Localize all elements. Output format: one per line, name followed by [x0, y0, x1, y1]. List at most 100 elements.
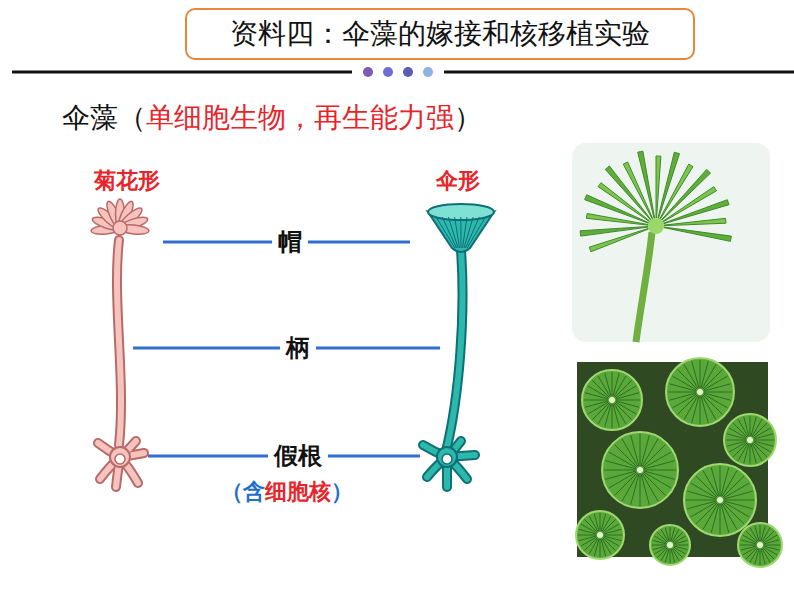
drawing-stroke	[724, 491, 753, 499]
drawing-stroke	[726, 440, 746, 441]
drawing-stroke	[641, 474, 649, 505]
drawing-stroke	[740, 545, 756, 546]
drawing-stroke	[98, 441, 144, 487]
drawing-stroke	[616, 400, 640, 401]
drawing-stroke	[604, 470, 636, 471]
drawing-stroke	[720, 504, 721, 534]
subtitle-group: 伞藻（单细胞生物，再生能力强）	[62, 101, 482, 135]
drawing-stroke	[671, 549, 675, 563]
subtitle: ）	[454, 101, 482, 134]
part-name-group: 柄	[280, 334, 316, 363]
drawing-stroke	[692, 361, 699, 388]
drawing-stroke	[711, 467, 719, 496]
note: ）	[331, 479, 353, 504]
drawing-stroke	[622, 473, 638, 501]
shape-label-group: 伞形	[436, 168, 480, 194]
drawing-stroke	[701, 396, 708, 423]
drawing-stroke	[652, 545, 666, 546]
drawing-stroke	[604, 529, 621, 534]
drawing-stroke	[455, 217, 460, 248]
note-group: （含细胞核）	[221, 479, 353, 505]
drawing-stroke	[686, 500, 716, 501]
drawing-stroke	[697, 389, 703, 395]
drawing-stroke	[605, 471, 636, 479]
photo-alga-colony	[576, 358, 782, 567]
drawing-stroke	[602, 432, 678, 508]
drawing-stroke	[437, 447, 457, 467]
drawing-stroke	[669, 393, 696, 400]
drawing-stroke	[755, 526, 759, 541]
drawing-stroke	[601, 539, 606, 556]
drawing-stroke	[640, 474, 641, 506]
drawing-stroke	[643, 472, 671, 488]
drawing-stroke	[670, 527, 671, 541]
drawing-stroke	[117, 240, 121, 445]
drawing-stroke	[115, 454, 125, 464]
part-name: 帽	[278, 228, 302, 256]
drawing-stroke	[579, 536, 596, 541]
umbrella-alga	[423, 204, 494, 487]
drawing-stroke	[644, 470, 676, 471]
drawing-stroke	[727, 441, 746, 446]
drawing-stroke	[584, 400, 608, 401]
drawing-stroke	[12, 71, 352, 74]
drawing-stroke	[612, 372, 613, 396]
drawing-stroke	[615, 380, 632, 397]
drawing-stroke	[665, 528, 669, 542]
drawing-stroke	[658, 152, 680, 218]
drawing-stroke	[764, 545, 780, 546]
drawing-stroke	[612, 404, 613, 428]
note: 细胞核	[265, 479, 331, 504]
leader-lines	[133, 242, 440, 456]
drawing-stroke	[757, 542, 763, 548]
drawing-stroke	[724, 414, 776, 466]
drawing-stroke	[747, 437, 753, 443]
drawing-stroke	[604, 535, 622, 536]
drawing-stroke	[687, 501, 716, 509]
slide-title: 资料四：伞藻的嫁接和核移植实验	[230, 15, 650, 53]
drawing-stroke	[760, 549, 761, 565]
drawing-stroke	[91, 199, 150, 236]
title-frame: 资料四：伞藻的嫁接和核移植实验	[185, 8, 695, 60]
drawing-stroke	[580, 151, 731, 252]
drawing-stroke	[650, 525, 690, 565]
chrysanthemum-alga	[91, 199, 150, 487]
drawing-stroke	[733, 443, 747, 457]
drawing-stroke	[703, 503, 718, 529]
drawing-stroke	[670, 549, 671, 563]
drawing-stroke	[704, 392, 732, 393]
drawing-stroke	[605, 373, 611, 396]
drawing-stroke	[723, 502, 749, 517]
drawing-stroke	[744, 417, 749, 436]
drawing-stroke	[436, 217, 486, 248]
drawing-stroke	[383, 67, 393, 77]
drawing-stroke	[578, 535, 596, 536]
drawing-stroke	[720, 466, 721, 496]
drawing-stroke	[724, 500, 754, 501]
drawing-stroke	[700, 396, 701, 424]
drawing-stroke	[423, 67, 433, 77]
drawing-stroke	[467, 217, 486, 248]
drawing-stroke	[638, 151, 655, 218]
drawing-stroke	[423, 441, 475, 487]
drawing-stroke	[677, 369, 697, 389]
drawing-stroke	[721, 504, 729, 533]
drawing-stroke	[403, 67, 413, 77]
header-rule	[12, 67, 794, 77]
drawing-stroke	[738, 523, 782, 567]
drawing-stroke	[466, 217, 480, 248]
drawing-stroke	[674, 545, 688, 546]
drawing-stroke	[572, 143, 770, 342]
drawing-stroke	[666, 358, 734, 426]
drawing-stroke	[702, 364, 716, 388]
drawing-stroke	[609, 397, 615, 403]
part-name: 柄	[286, 334, 310, 362]
drawing-stroke	[753, 423, 767, 437]
drawing-stroke	[582, 370, 642, 430]
drawing-stroke	[750, 416, 751, 436]
drawing-stroke	[703, 369, 723, 389]
drawing-stroke	[704, 384, 731, 391]
note: （含	[221, 479, 265, 504]
part-name: 假根	[274, 442, 322, 470]
